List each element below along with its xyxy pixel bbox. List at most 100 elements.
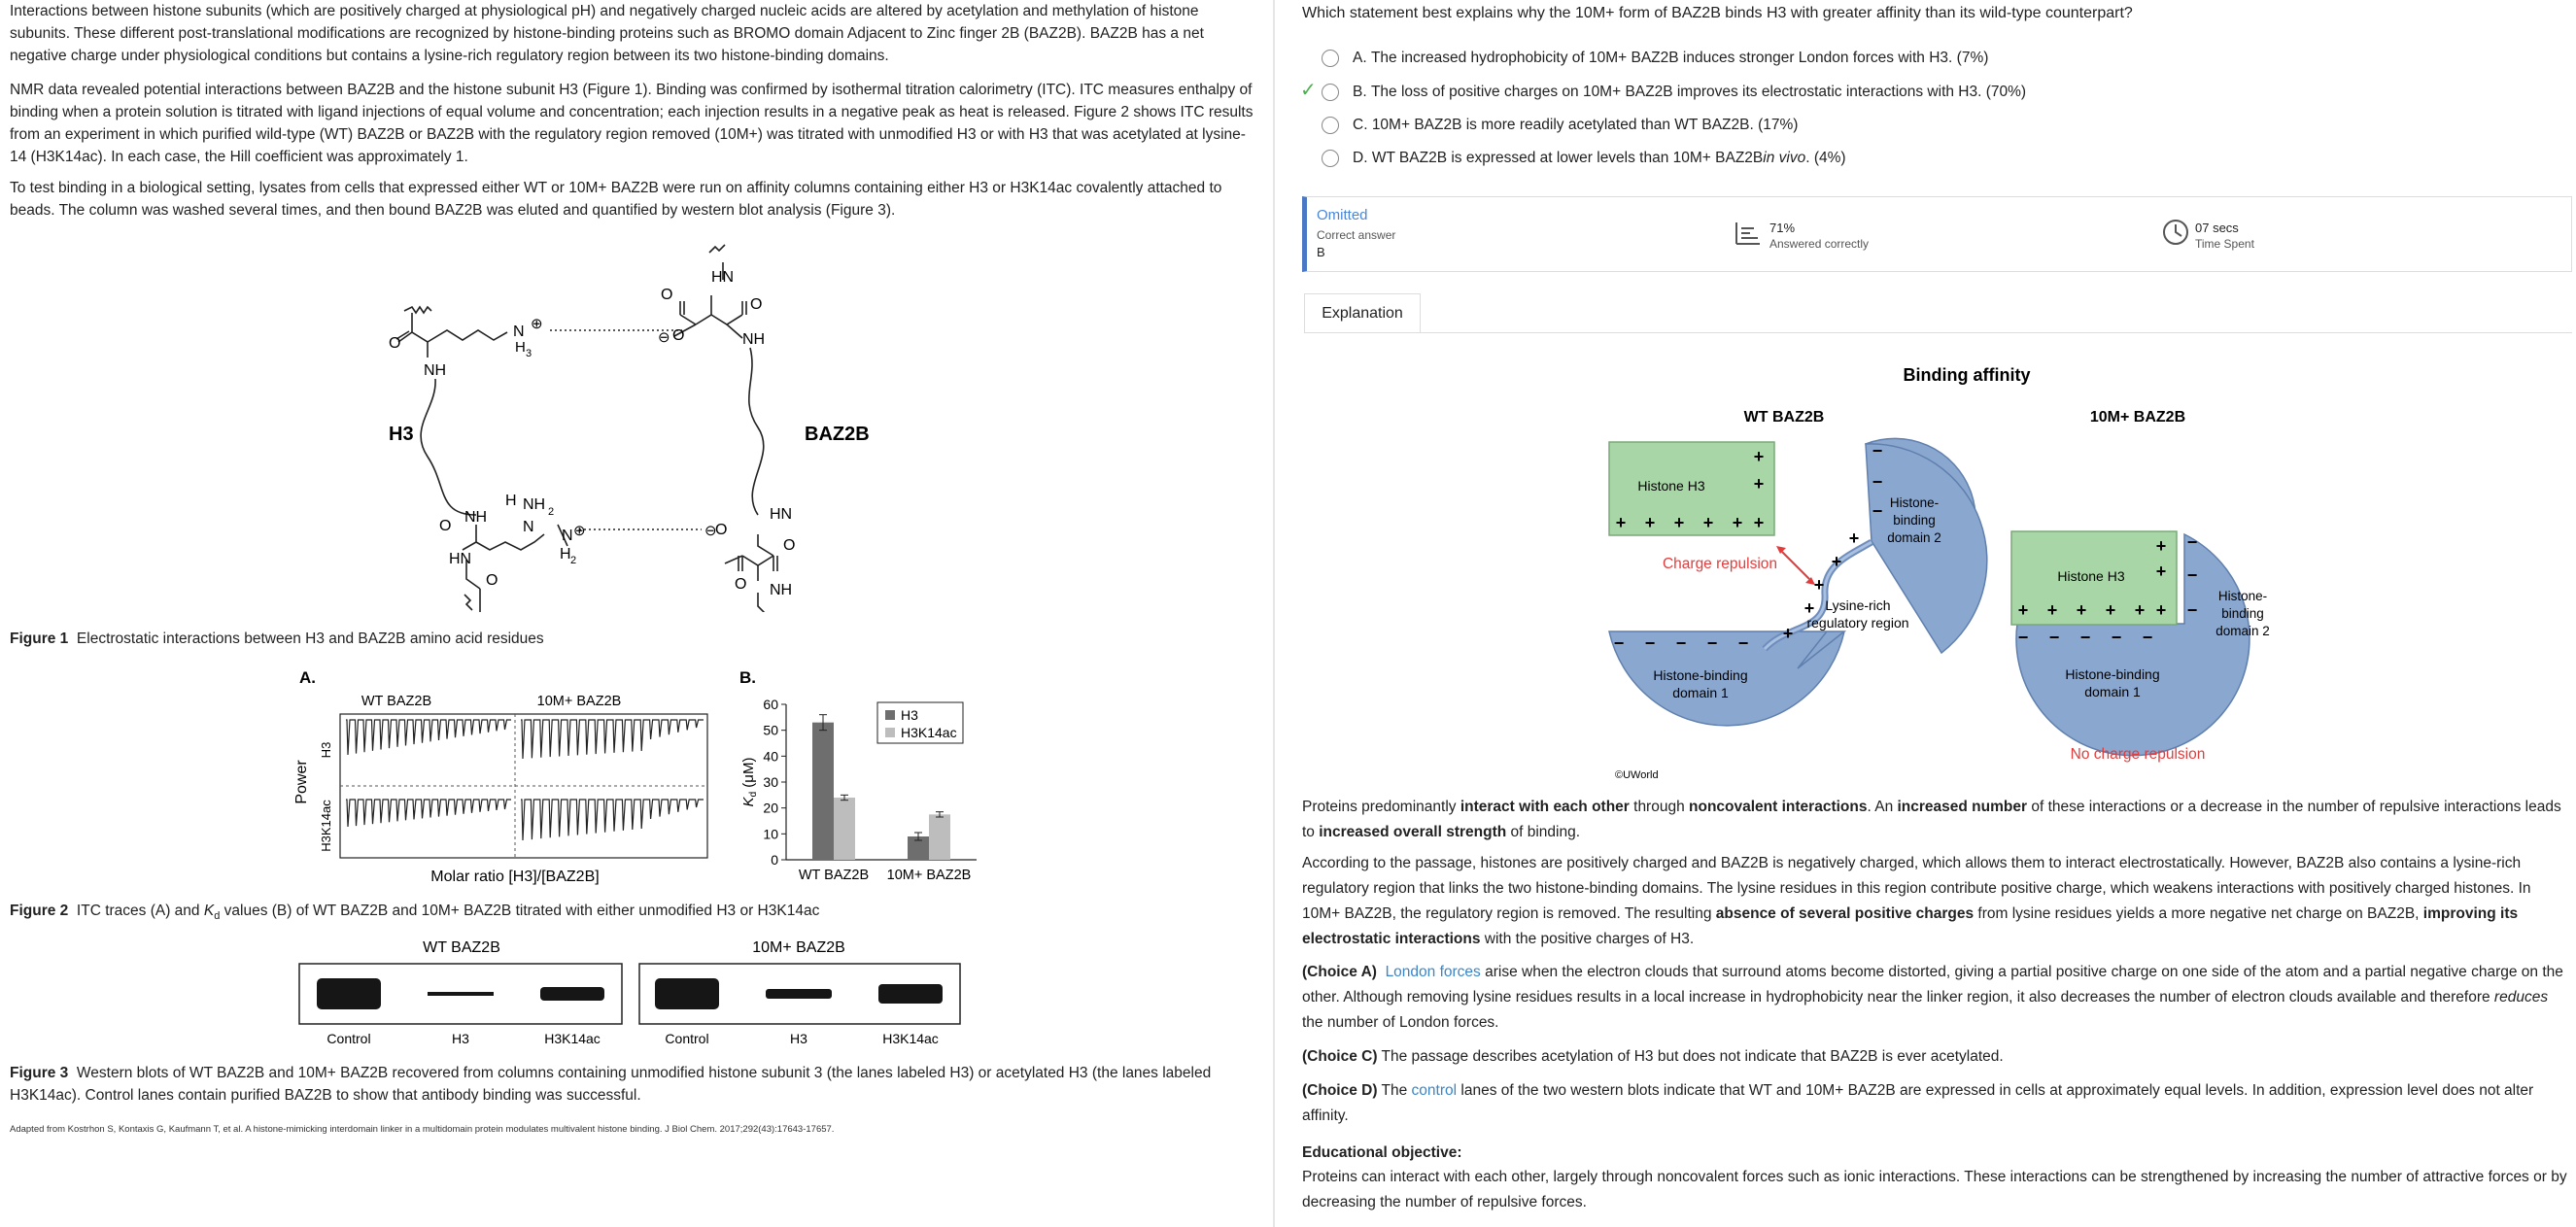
radio-button[interactable] — [1322, 117, 1339, 134]
band-10m-h3 — [766, 989, 832, 999]
kd-bars — [812, 714, 950, 860]
charge-symbol: − — [1614, 633, 1625, 653]
text-bold: (Choice A) — [1302, 964, 1377, 980]
control-link[interactable]: control — [1411, 1082, 1458, 1099]
charge-symbol: − — [2187, 532, 2198, 552]
charge-symbol: + — [1754, 474, 1765, 494]
radio-button[interactable] — [1322, 84, 1339, 101]
atom-label: H — [560, 546, 571, 562]
figure2-caption-k: K — [203, 903, 215, 919]
correct-answer-label: Correct answer — [1317, 228, 1396, 242]
figure1-caption-text: Electrostatic interactions between H3 an… — [76, 631, 544, 647]
charge-symbol: + — [2106, 600, 2116, 620]
pane-divider[interactable] — [1273, 0, 1275, 1227]
choice-percent: (7%) — [1956, 50, 1989, 66]
itc-ylabel-power: Power — [293, 760, 310, 804]
choice-text: 10M+ BAZ2B is more readily acetylated th… — [1371, 117, 1754, 133]
figure2-itc-traces: A. WT BAZ2B 10M+ BAZ2B Power H3 H3K14ac … — [293, 668, 708, 885]
text: of binding. — [1506, 824, 1581, 840]
tab-explanation[interactable]: Explanation — [1304, 293, 1421, 333]
kd-y-tick-label: 10 — [763, 826, 778, 841]
choice-letter: D. — [1353, 150, 1368, 166]
atom-label: N — [523, 519, 534, 535]
10m-domains-shape — [2015, 532, 2250, 757]
wt-domain1-label: domain 1 — [1672, 685, 1729, 700]
atom-label: N — [513, 324, 525, 340]
atom-label: 2 — [548, 506, 554, 518]
radio-button[interactable] — [1322, 50, 1339, 67]
correct-check-icon: ✓ — [1300, 80, 1317, 101]
lane-label: H3 — [790, 1031, 807, 1046]
charge-symbol: − — [2080, 628, 2091, 647]
answer-choice-a[interactable]: A. The increased hydrophobicity of 10M+ … — [1322, 46, 1988, 71]
kd-bar — [812, 722, 834, 860]
atom-label: O — [715, 522, 727, 538]
figure1-label: Figure 1 — [10, 631, 69, 647]
panel-a-label: A. — [299, 668, 316, 687]
explanation-paragraph-1: Proteins predominantly interact with eac… — [1302, 795, 2570, 845]
charge-symbol: ⊖ — [658, 329, 670, 346]
text-bold: increased overall strength — [1319, 824, 1507, 840]
charge-symbol: − — [1707, 633, 1718, 653]
lysine-region-label: Lysine-rich — [1825, 597, 1890, 613]
text: the number of London forces. — [1302, 1014, 1499, 1031]
wt-histone-label: Histone H3 — [1637, 478, 1704, 494]
text-italic: reduces — [2493, 989, 2549, 1005]
atom-label: O — [735, 576, 746, 593]
text-bold: improving its electrostatic interactions — [1302, 905, 2519, 947]
10m-title: 10M+ BAZ2B — [2090, 409, 2185, 426]
kd-bar — [929, 814, 950, 860]
answer-choice-b[interactable]: B. The loss of positive charges on 10M+ … — [1322, 80, 2026, 105]
text: of these interactions or a decrease in t… — [1302, 799, 2561, 840]
blot-10m-label: 10M+ BAZ2B — [752, 939, 845, 956]
kd-y-tick-label: 50 — [763, 723, 778, 738]
clock-icon — [2162, 219, 2189, 246]
text-bold: noncovalent interactions — [1689, 799, 1868, 815]
charge-symbol: + — [1783, 624, 1794, 643]
kd-legend-label: H3 — [901, 707, 918, 723]
blot-wt-label: WT BAZ2B — [423, 939, 500, 956]
band-wt-h3k14ac — [540, 987, 604, 1001]
explanation-choice-c: (Choice C) The passage describes acetyla… — [1302, 1044, 2570, 1070]
blot-wt-frame — [298, 963, 623, 1025]
text: Proteins predominantly — [1302, 799, 1460, 815]
kd-legend-swatch — [885, 728, 895, 737]
itc-trace-10m-h3k14ac — [521, 799, 704, 841]
london-forces-link[interactable]: London forces — [1385, 964, 1481, 980]
kd-legend-swatch — [885, 710, 895, 720]
figure1-caption: Figure 1 Electrostatic interactions betw… — [10, 628, 544, 650]
answer-stats-panel: Omitted Correct answer B 71% Answered co… — [1302, 196, 2572, 272]
itc-trace-wt-h3k14ac — [346, 799, 511, 828]
atom-label: NH — [742, 331, 765, 348]
wavy-bond — [403, 305, 432, 315]
wt-title: WT BAZ2B — [1744, 409, 1825, 426]
charge-symbol: + — [2156, 600, 2167, 620]
charge-symbol: + — [1814, 575, 1825, 595]
answer-choice-c[interactable]: C. 10M+ BAZ2B is more readily acetylated… — [1322, 113, 1798, 138]
lane-label: H3K14ac — [544, 1031, 601, 1046]
answer-choice-d[interactable]: D. WT BAZ2B is expressed at lower levels… — [1322, 146, 1846, 171]
radio-button[interactable] — [1322, 150, 1339, 167]
atom-label: 2 — [570, 555, 576, 566]
atom-label: N — [562, 528, 573, 544]
lane-label: H3 — [452, 1031, 469, 1046]
text-bold: interact with each other — [1460, 799, 1630, 815]
itc-trace-10m-h3 — [521, 719, 704, 760]
charge-symbol: − — [2112, 628, 2122, 647]
atom-label: HN — [711, 269, 734, 286]
question-stem: Which statement best explains why the 10… — [1302, 5, 2133, 21]
panel-b-label: B. — [739, 668, 756, 687]
charge-symbol: + — [1804, 598, 1815, 618]
wt-domain2-label: Histone- — [1890, 495, 1939, 510]
kd-bar — [908, 836, 929, 860]
choice-text: The loss of positive charges on 10M+ BAZ… — [1370, 84, 1982, 100]
kd-ylabel: Kd (μM) — [740, 758, 759, 807]
charge-symbol: + — [1754, 447, 1765, 466]
charge-symbol: − — [2049, 628, 2060, 647]
explanation-binding-figure: Binding affinity WT BAZ2B 10M+ BAZ2B His… — [1608, 365, 2270, 781]
text: The passage describes acetylation of H3 … — [1377, 1048, 2004, 1065]
text-bold: absence of several positive charges — [1715, 905, 1975, 922]
figure2-caption-text-2: values (B) of WT BAZ2B and 10M+ BAZ2B ti… — [220, 903, 820, 919]
band-10m-h3k14ac — [878, 984, 943, 1004]
educational-objective-title: Educational objective: — [1302, 1144, 1462, 1161]
